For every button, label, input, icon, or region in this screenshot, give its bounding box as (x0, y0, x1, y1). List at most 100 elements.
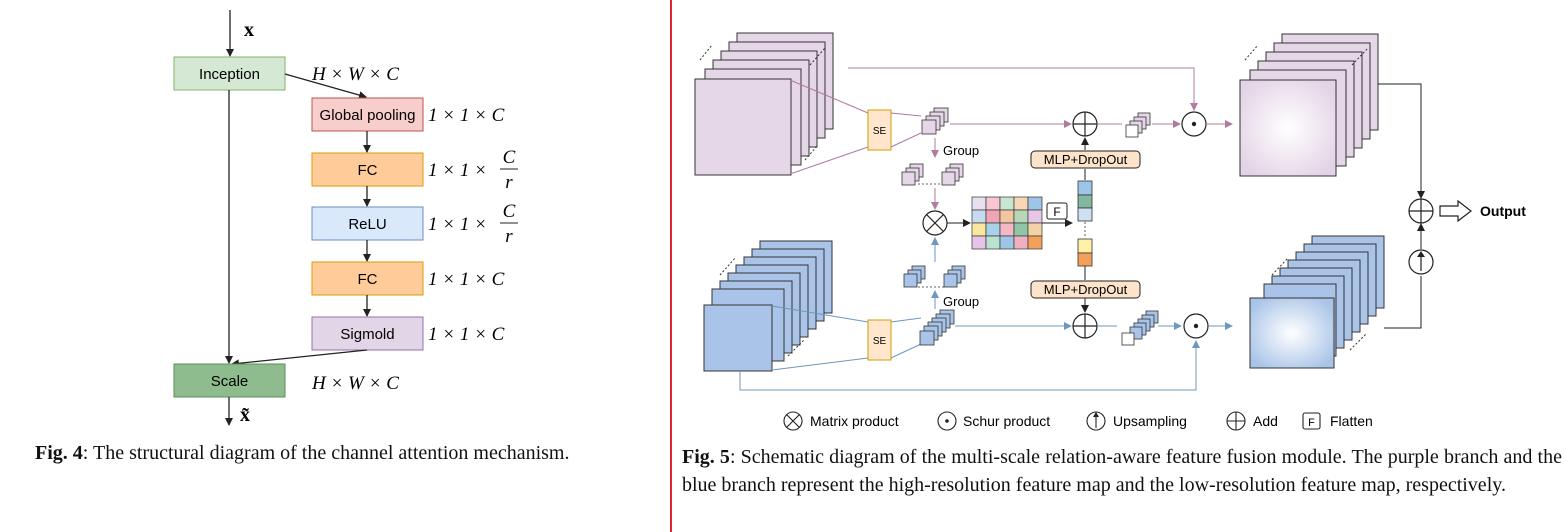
matrix-cell (999, 196, 1015, 211)
blue-add-node (1072, 313, 1098, 339)
blue-in-bottom (771, 357, 869, 371)
upper-flattened-vector (1077, 180, 1093, 222)
purple-input-stack (694, 32, 834, 176)
matrix-cell (985, 235, 1001, 250)
global-pooling-block (311, 97, 424, 132)
sigmoid-block (311, 316, 424, 351)
fig5-caption-label: Fig. 5 (682, 446, 730, 468)
legend-schur-product: Schur product (937, 411, 1050, 431)
purple-in-bottom (789, 146, 869, 175)
output-label: Output (1480, 203, 1526, 219)
blue-output-stack (1249, 235, 1385, 369)
matrix-cell (999, 235, 1015, 250)
matrix-cell (1013, 222, 1029, 237)
blue-to-upsample (1384, 276, 1422, 329)
matrix-cell (1027, 222, 1043, 237)
fig4-caption-label: Fig. 4 (35, 442, 83, 464)
lower-flattened-vector (1077, 238, 1093, 267)
blue-skip-line (739, 340, 1200, 391)
scale-dim: H × W × C (311, 373, 399, 394)
fc1-label: FC (358, 162, 378, 179)
blue-se-label: SE (873, 336, 887, 347)
relu-frac-den: r (505, 226, 513, 247)
blue-se-bottom (890, 343, 922, 359)
matrix-cell (985, 196, 1001, 211)
purple-grouped-cubes (901, 163, 964, 186)
legend-flatten-label: Flatten (1330, 413, 1373, 429)
matrix-cell (971, 196, 987, 211)
fc2-dim: 1 × 1 × C (428, 269, 505, 290)
purple-skip-line (848, 67, 1198, 111)
inception-dim: H × W × C (311, 64, 399, 85)
matrix-cell (985, 209, 1001, 224)
fc1-dim: 1 × 1 × (428, 160, 487, 181)
matrix-cell (999, 222, 1015, 237)
to-pooling-arrow (284, 73, 367, 99)
blue-se-output-cubes (919, 309, 955, 346)
global-pooling-label: Global pooling (320, 107, 416, 124)
relu-frac-num: C (503, 201, 516, 222)
mlp-bottom-label: MLP+DropOut (1044, 282, 1128, 297)
to-scale-arrow (231, 349, 368, 368)
matrix-cell (999, 209, 1015, 224)
fig5-feature-fusion: SE SE (694, 32, 1526, 431)
matrix-cell (1027, 196, 1043, 211)
purple-group-label: Group (943, 143, 979, 158)
matrix-cell (1013, 235, 1029, 250)
blue-group-label: Group (943, 294, 979, 309)
purple-to-final-add (1378, 83, 1425, 199)
output-label: x̃ (240, 404, 250, 426)
legend-matrix-product-label: Matrix product (810, 413, 899, 429)
fig4-caption: Fig. 4: The structural diagram of the ch… (35, 439, 675, 467)
fig4-channel-attention: x Inception H × W × C Global pooling 1 ×… (173, 10, 518, 426)
legend-upsampling: Upsampling (1086, 411, 1187, 431)
purple-se-label: SE (873, 126, 887, 137)
matrix-cell (1013, 209, 1029, 224)
legend-add: Add (1226, 411, 1278, 431)
purple-se-block (867, 109, 892, 151)
scale-label: Scale (211, 373, 249, 390)
matrix-cell (971, 209, 987, 224)
fc1-block (311, 152, 424, 187)
figure-divider (670, 0, 672, 532)
fig5-caption: Fig. 5: Schematic diagram of the multi-s… (682, 443, 1562, 499)
sigmoid-label: Sigmold (340, 326, 394, 343)
matrix-cell (1027, 209, 1043, 224)
fig4-caption-text: : The structural diagram of the channel … (82, 442, 570, 464)
final-add-node (1408, 198, 1434, 224)
matrix-product-node (922, 210, 948, 236)
global-pooling-dim: 1 × 1 × C (428, 105, 505, 126)
fc1-frac-num: C (503, 147, 516, 168)
purple-add-node (1072, 111, 1098, 137)
input-label: x (244, 19, 254, 41)
legend: Matrix product Schur product Upsampling … (783, 411, 1373, 431)
relu-dim: 1 × 1 × (428, 214, 487, 235)
matrix-cell (971, 235, 987, 250)
legend-upsampling-label: Upsampling (1113, 413, 1187, 429)
relu-block (311, 206, 424, 241)
purple-schur-node (1181, 111, 1207, 137)
matrix-cell (985, 222, 1001, 237)
mlp-top-label: MLP+DropOut (1044, 152, 1128, 167)
legend-matrix-product: Matrix product (783, 411, 899, 431)
purple-output-stack (1239, 33, 1379, 177)
relu-label: ReLU (348, 216, 386, 233)
blue-in-top (771, 305, 869, 323)
purple-in-top (789, 79, 869, 114)
sigmoid-dim: 1 × 1 × C (428, 324, 505, 345)
fig5-caption-text: : Schematic diagram of the multi-scale r… (682, 446, 1562, 496)
relation-matrix (971, 196, 1043, 250)
flatten-box (1046, 202, 1068, 220)
blue-fused-cubes (1121, 310, 1159, 346)
matrix-cell (971, 222, 987, 237)
fc2-label: FC (358, 271, 378, 288)
upsampling-node (1408, 249, 1434, 275)
flatten-symbol: F (1053, 205, 1060, 219)
inception-label: Inception (199, 66, 260, 83)
matrix-cell (1013, 196, 1029, 211)
blue-schur-node (1183, 313, 1209, 339)
purple-fused-cubes (1125, 112, 1151, 138)
blue-input-stack (703, 240, 833, 372)
blue-grouped-cubes (903, 265, 966, 288)
